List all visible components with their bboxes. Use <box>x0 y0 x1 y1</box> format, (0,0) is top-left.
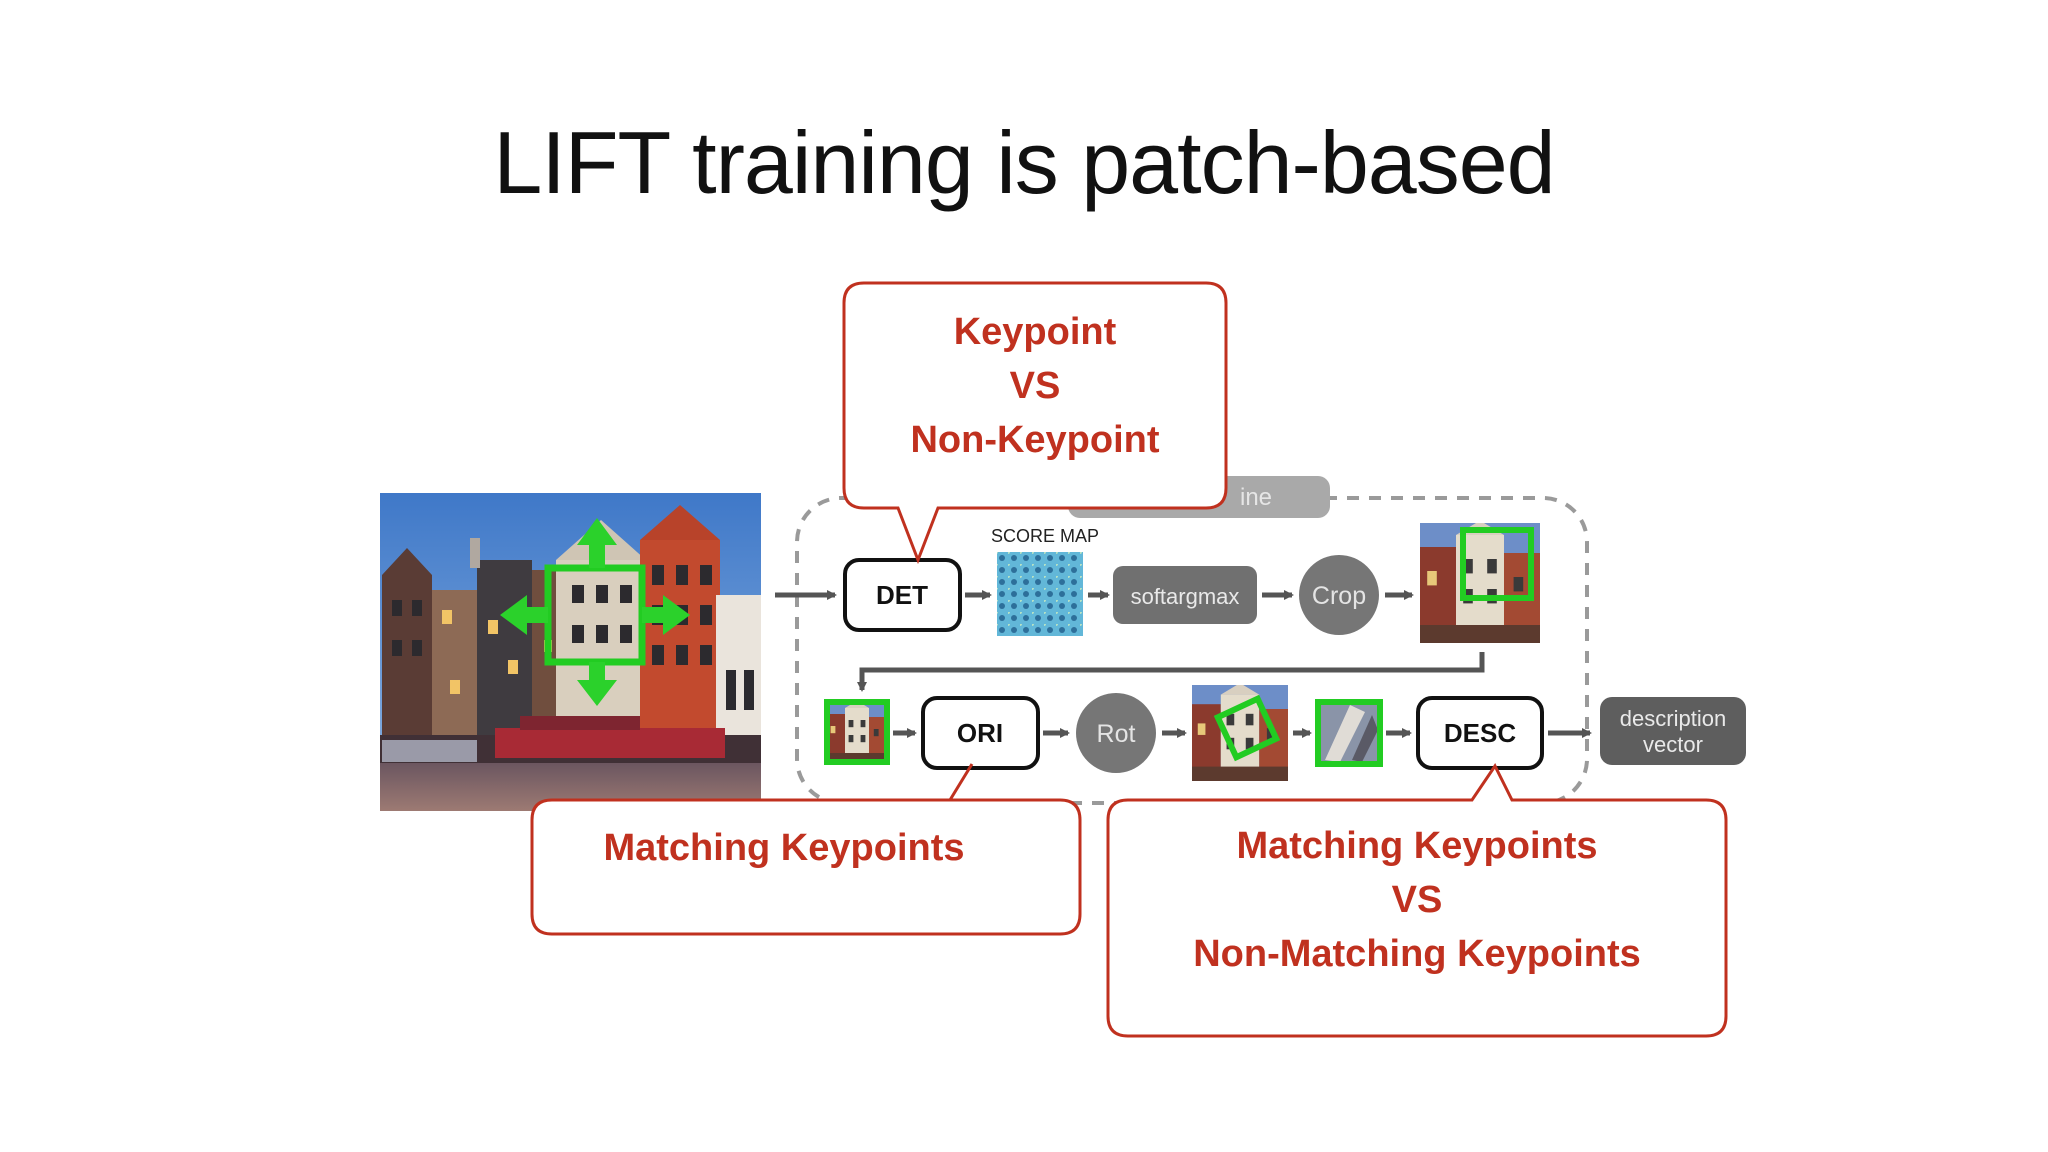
softargmax-label: softargmax <box>1131 584 1240 609</box>
callout-desc: Matching Keypoints VS Non-Matching Keypo… <box>1106 763 1728 1038</box>
callout-desc-line2: VS <box>1392 879 1443 921</box>
rot-circle <box>1076 693 1156 773</box>
crop-circle <box>1299 555 1379 635</box>
rotated-image <box>1192 685 1288 781</box>
row-connector-arrow <box>857 652 1485 692</box>
callout-det-line3: Non-Keypoint <box>910 419 1159 461</box>
output-label-line1: description <box>1620 706 1726 731</box>
softargmax-box <box>1113 566 1257 624</box>
desc-box <box>1416 696 1544 770</box>
crop-label: Crop <box>1312 582 1366 610</box>
pipeline-banner-label: ine <box>1240 484 1272 511</box>
callout-det-line1: Keypoint <box>954 311 1117 353</box>
det-box <box>843 558 962 632</box>
description-vector-box <box>1600 697 1746 765</box>
ori-label: ORI <box>957 718 1003 748</box>
rot-label: Rot <box>1097 720 1136 748</box>
callout-det: Keypoint VS Non-Keypoint <box>842 281 1228 565</box>
score-map-label: SCORE MAP <box>991 526 1099 546</box>
score-map-image <box>997 552 1083 636</box>
det-label: DET <box>876 580 928 610</box>
desc-label: DESC <box>1444 718 1516 748</box>
cropped-image <box>1420 523 1540 643</box>
slide-title: LIFT training is patch-based <box>493 113 1555 212</box>
ori-box <box>921 696 1040 770</box>
callout-ori: Matching Keypoints <box>530 763 1082 936</box>
city-photo <box>380 493 761 811</box>
output-label-line2: vector <box>1643 732 1703 757</box>
patch-image <box>824 699 890 765</box>
callout-ori-line1: Matching Keypoints <box>603 827 964 869</box>
callout-desc-line3: Non-Matching Keypoints <box>1193 933 1641 975</box>
callout-desc-line1: Matching Keypoints <box>1236 825 1597 867</box>
oriented-patch-image <box>1315 699 1383 767</box>
callout-det-line2: VS <box>1010 365 1061 407</box>
